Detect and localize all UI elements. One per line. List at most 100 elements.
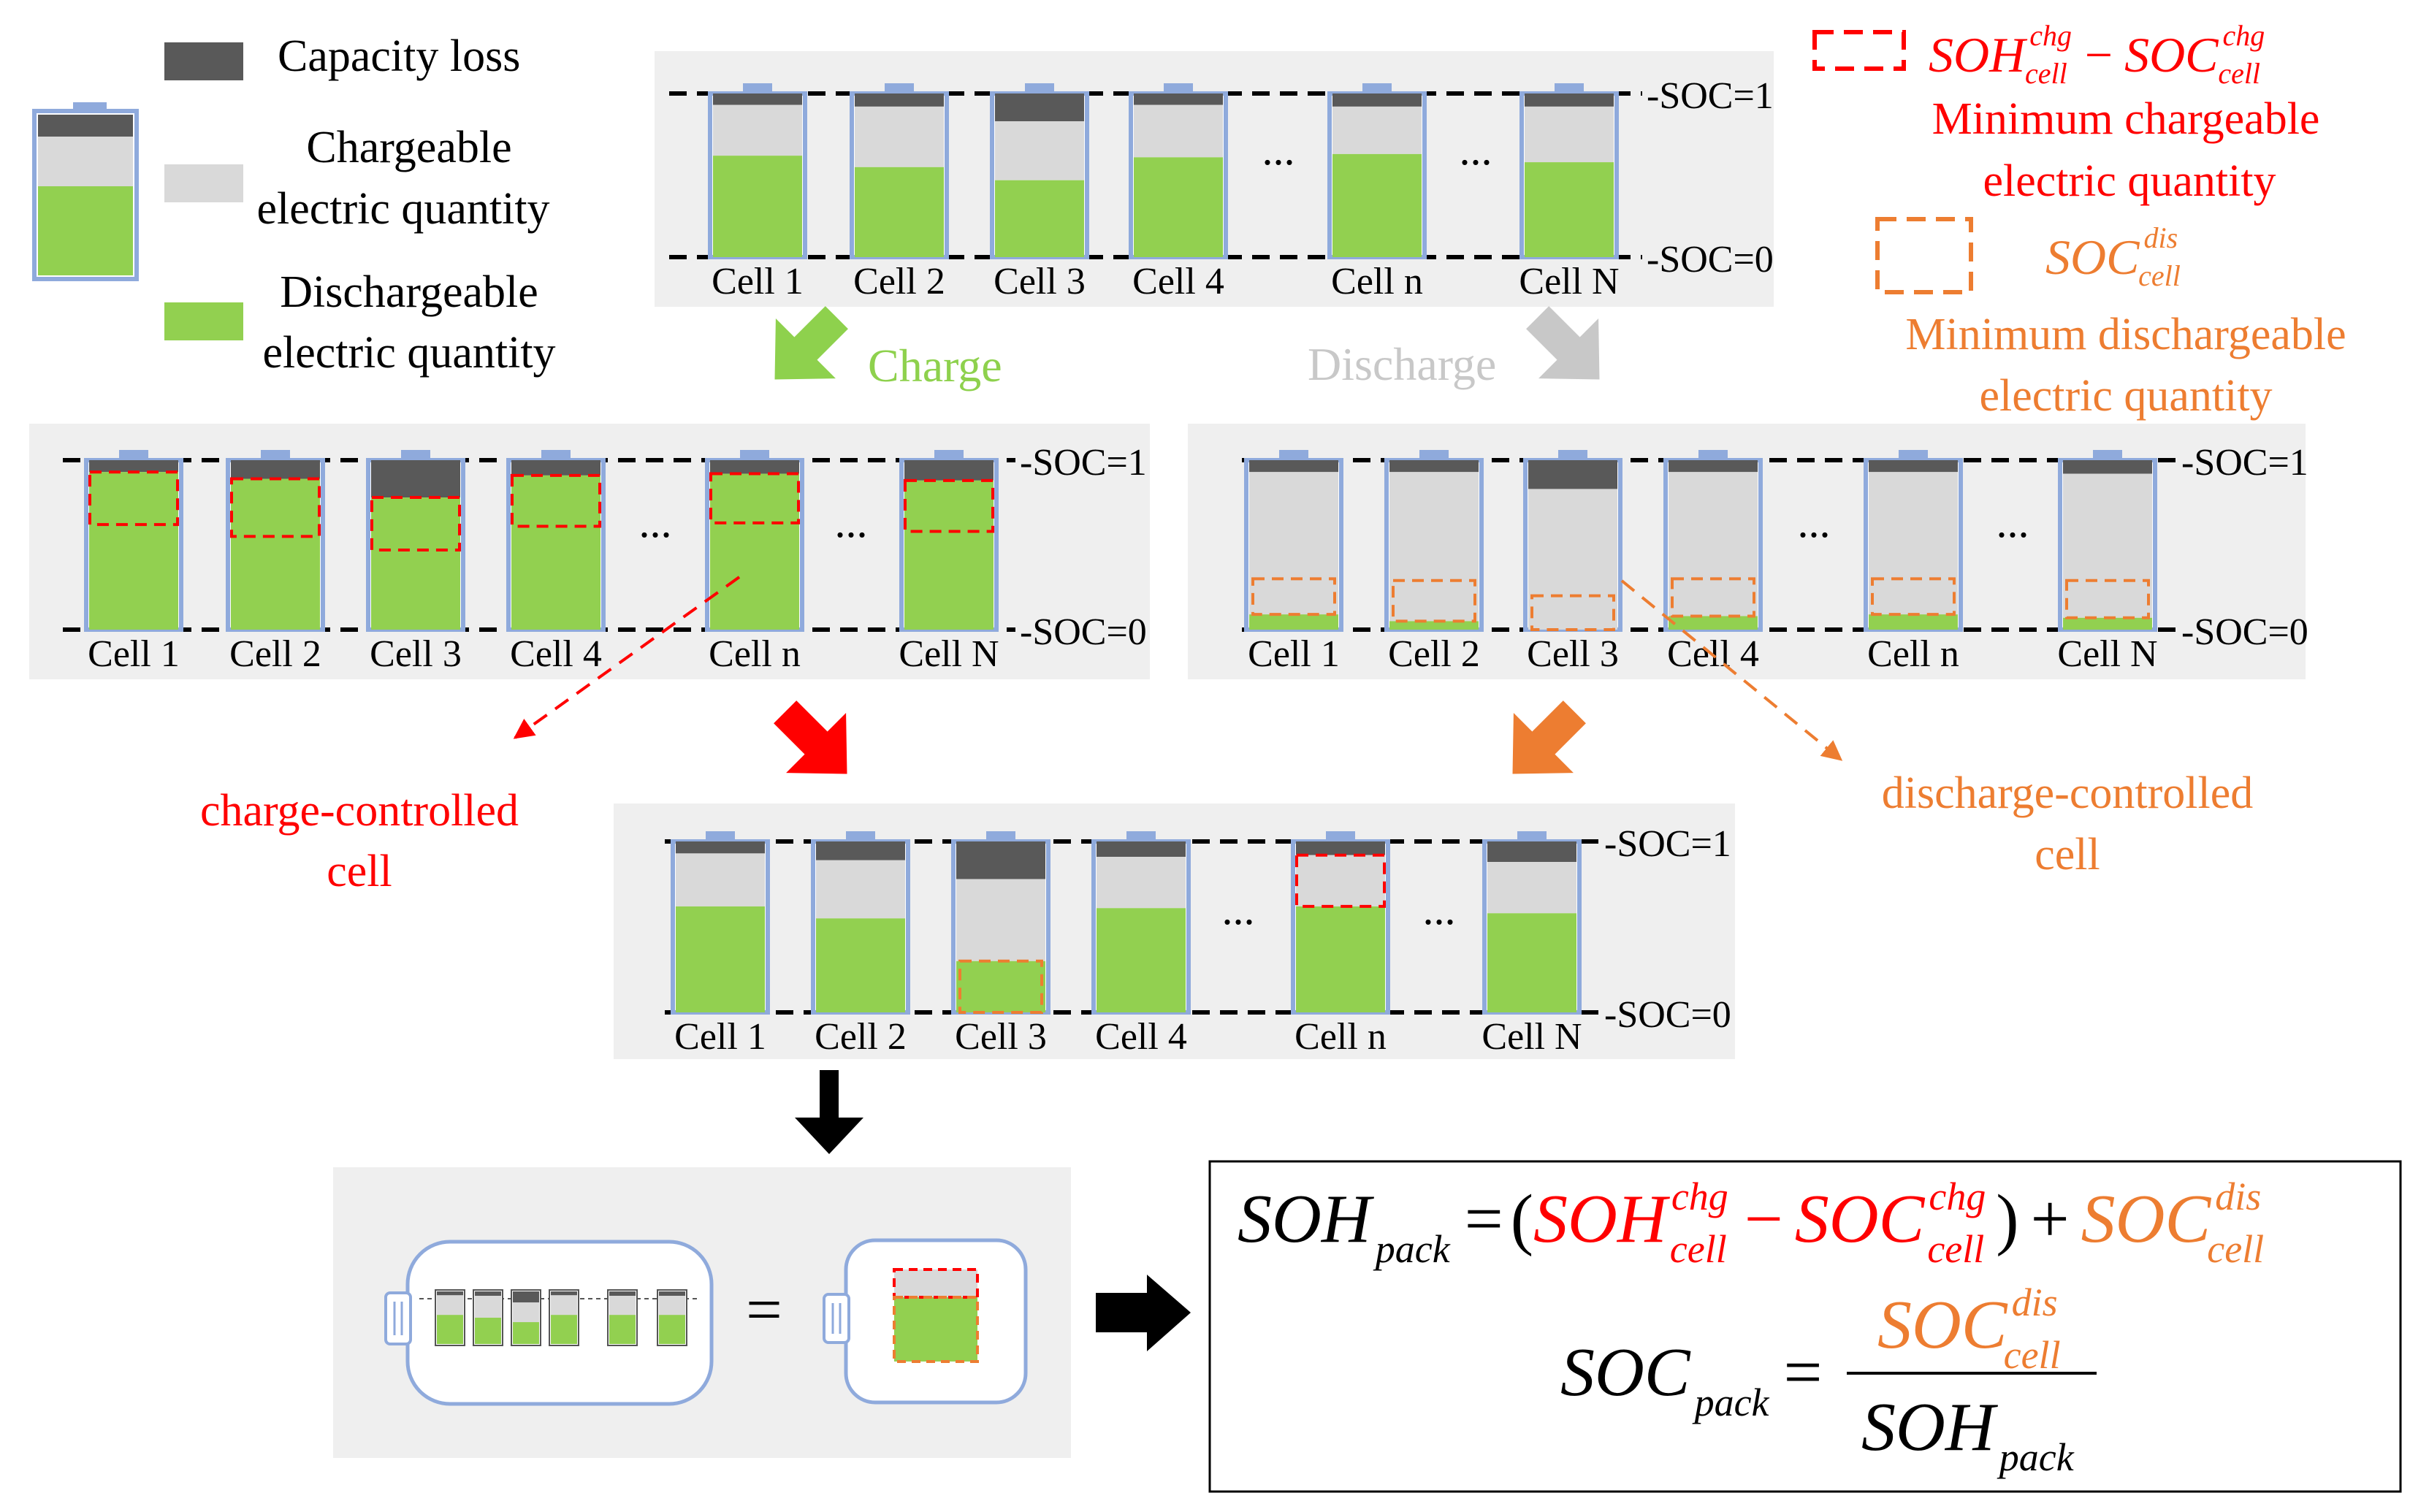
battery-terminal: [1698, 450, 1728, 460]
dischargeable-fill: [1869, 614, 1958, 630]
dischargeable-fill: [855, 167, 944, 257]
mini-cell-loss: [475, 1291, 501, 1297]
ellipsis: ...: [835, 498, 868, 546]
soc-1-label: -SOC=1: [1604, 823, 1731, 865]
chargeable-fill: [1134, 104, 1223, 158]
min-dischargeable-box: [1251, 577, 1336, 616]
mini-cell-dischargeable: [551, 1315, 577, 1344]
f1-plus: +: [2031, 1181, 2070, 1257]
min-chargeable-box: [709, 472, 800, 524]
mini-cell-dischargeable: [513, 1322, 539, 1344]
f1-sub-cell-2: cell: [1927, 1227, 1984, 1271]
min-chargeable-box: [511, 473, 601, 528]
cell-label: Cell 1: [674, 1016, 766, 1058]
charge-controlled-label-1: charge-controlled: [200, 786, 519, 836]
legend-sub-cell-2: cell: [2218, 57, 2260, 90]
chargeable-fill: [1097, 857, 1186, 909]
series-pack: [384, 1240, 714, 1406]
capacity-loss-fill: [713, 93, 802, 105]
min-dischargeable-box: [1392, 579, 1476, 623]
ellipsis: ...: [1997, 498, 2029, 546]
mini-cell: [657, 1289, 687, 1346]
battery-cell: Cell N: [1519, 83, 1620, 302]
capacity-loss-fill: [995, 93, 1084, 122]
soc-0-label: -SOC=0: [1020, 611, 1147, 653]
soc-1-label: -SOC=1: [1647, 75, 1774, 117]
cell-label: Cell 1: [1248, 633, 1340, 675]
battery-cell: Cell 1: [84, 450, 183, 675]
dischargeable-fill: [1249, 614, 1338, 630]
legend-swatch-dischargeable: [164, 302, 243, 340]
cell-label: Cell n: [1294, 1016, 1387, 1058]
ellipsis: ...: [1222, 885, 1255, 933]
capacity-loss-fill: [1389, 460, 1479, 473]
battery-terminal: [2093, 450, 2122, 460]
charge-label: Charge: [868, 340, 1002, 392]
min-chargeable-box: [88, 470, 179, 527]
cell-label: Cell 3: [370, 633, 462, 675]
dischargeable-fill: [995, 180, 1084, 257]
capacity-loss-fill: [816, 841, 905, 860]
legend-soh-text: SOH: [1929, 27, 2028, 83]
dischargeable-fill: [231, 478, 320, 630]
legend-sup-chg-1: chg: [2029, 19, 2072, 52]
ellipsis: ...: [1460, 126, 1492, 174]
f1-sup-dis: dis: [2215, 1175, 2261, 1218]
mini-cell-chargeable: [659, 1296, 685, 1317]
battery-cell: Cell n: [1864, 450, 1963, 675]
mini-cell-chargeable: [609, 1296, 636, 1317]
charge-arrow: [774, 306, 848, 380]
soc-1-label: -SOC=1: [2181, 442, 2308, 484]
ellipsis: ...: [1798, 498, 1831, 546]
f1-sup-chg-1: chg: [1671, 1175, 1728, 1218]
f1-sup-chg-2: chg: [1929, 1175, 1986, 1218]
min-chargeable-box: [370, 496, 461, 551]
battery-terminal: [1558, 450, 1587, 460]
chargeable-fill: [1869, 472, 1958, 615]
cell-label: Cell N: [2057, 633, 2157, 675]
soc-0-label: -SOC=0: [1647, 239, 1774, 280]
battery-terminal: [706, 831, 735, 841]
min-chargeable-box: [904, 478, 994, 533]
ellipsis: ...: [639, 498, 672, 546]
mini-cell-dischargeable: [475, 1318, 501, 1344]
f2-num-sup-dis: dis: [2012, 1280, 2058, 1324]
legend-min-chargeable-2: electric quantity: [1983, 156, 2276, 206]
cell-label: Cell 3: [955, 1016, 1047, 1058]
cell-label: Cell 3: [1527, 633, 1619, 675]
discharge-arrow: [1526, 306, 1600, 380]
capacity-loss-fill: [710, 460, 799, 474]
capacity-loss-fill: [1134, 93, 1223, 105]
legend-sup-dis: dis: [2143, 221, 2178, 254]
battery-cell: Cell n: [705, 450, 804, 675]
legend-swatch-capacity-loss: [164, 42, 243, 80]
legend-swatch-chargeable: [164, 164, 243, 202]
legend-red-dashed-box: [1812, 30, 1906, 71]
mini-cell-loss: [609, 1291, 636, 1297]
battery-cell: Cell N: [1482, 831, 1582, 1058]
battery-terminal: [846, 831, 875, 841]
battery-cell: Cell 2: [811, 831, 910, 1058]
f1-sub-pack: pack: [1373, 1227, 1451, 1271]
legend-min-dischargeable-1: Minimum dischargeable: [1905, 310, 2346, 359]
cell-label: Cell 3: [994, 261, 1086, 302]
legend-capacity-loss-label: Capacity loss: [278, 31, 520, 81]
equals-sign: =: [746, 1275, 782, 1345]
mini-cell-loss: [437, 1291, 463, 1296]
mini-cell: [549, 1289, 579, 1346]
dischargeable-fill: [956, 961, 1045, 1012]
battery-terminal: [885, 83, 914, 93]
dischargeable-fill: [1296, 906, 1385, 1012]
battery-terminal: [1279, 450, 1308, 460]
battery-terminal: [261, 450, 290, 460]
chargeable-fill: [1528, 489, 1617, 630]
capacity-loss-fill: [371, 460, 460, 498]
battery-cell: Cell 1: [1244, 450, 1343, 675]
